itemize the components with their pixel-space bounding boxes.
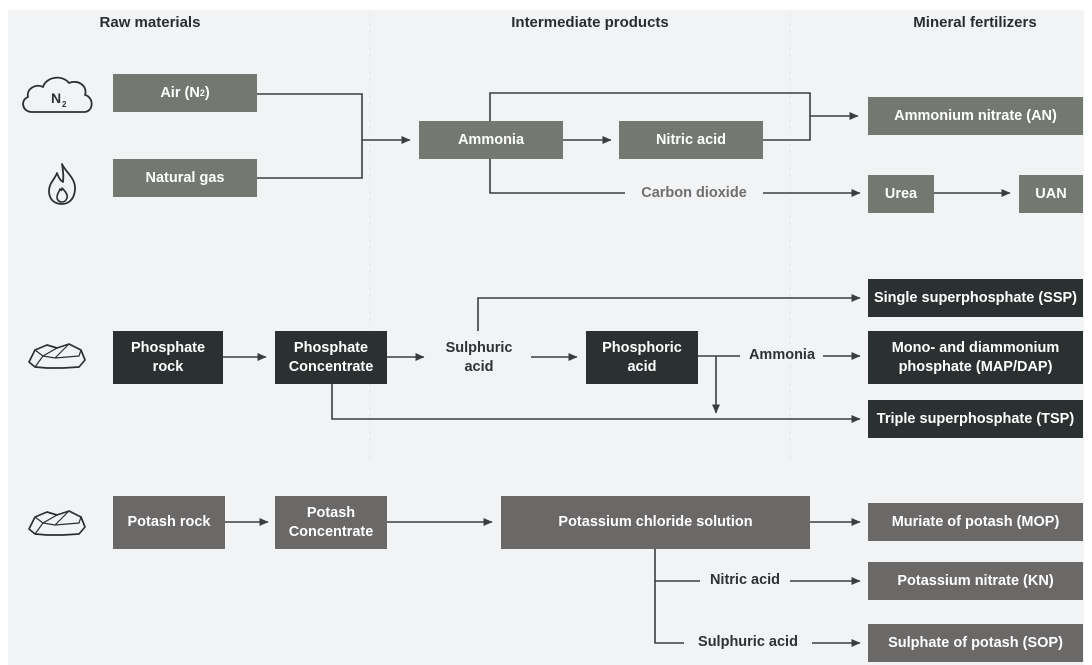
node-phosphate-concentrate: Phosphate Concentrate: [275, 331, 387, 384]
node-natural-gas: Natural gas: [113, 159, 257, 197]
header-mineral-fertilizers: Mineral fertilizers: [913, 14, 1037, 31]
node-air-close: ): [204, 84, 210, 101]
node-potassium-nitrate: Potassium nitrate (KN): [868, 562, 1083, 600]
node-tsp: Triple superphosphate (TSP): [868, 400, 1083, 438]
node-sop: Sulphate of potash (SOP): [868, 624, 1083, 662]
node-mop: Muriate of potash (MOP): [868, 503, 1083, 541]
node-ammonia: Ammonia: [419, 121, 563, 159]
node-ammonium-nitrate: Ammonium nitrate (AN): [868, 97, 1083, 135]
label-sulphuric-acid-potash: Sulphuric acid: [686, 633, 810, 652]
label-sulphuric-acid: Sulphuric acid: [445, 340, 513, 375]
cloud-label: N: [51, 90, 61, 106]
connector-air-gas: [257, 93, 363, 179]
node-phosphate-rock: Phosphate rock: [113, 331, 223, 384]
node-uan: UAN: [1019, 175, 1083, 213]
label-nitric-acid-potash: Nitric acid: [701, 571, 789, 590]
node-air-sub: 2: [199, 87, 205, 98]
header-intermediate-products: Intermediate products: [511, 14, 669, 31]
header-raw-materials: Raw materials: [99, 14, 201, 31]
connector-ammonia-an: [489, 92, 811, 141]
cloud-label-sub: 2: [62, 100, 67, 109]
flame-icon: [48, 163, 76, 205]
node-nitric-acid: Nitric acid: [619, 121, 763, 159]
node-ssp: Single superphosphate (SSP): [868, 279, 1083, 317]
node-air-label: Air (N: [160, 84, 200, 101]
arrow-to-ssp: [477, 294, 861, 331]
label-carbon-dioxide: Carbon dioxide: [625, 184, 763, 203]
cloud-icon: N 2: [22, 76, 93, 113]
node-map-dap: Mono- and diammonium phosphate (MAP/DAP): [868, 331, 1083, 384]
node-phosphoric-acid: Phosphoric acid: [586, 331, 698, 384]
connector-kcl-down: [654, 548, 684, 644]
rock-icon: [28, 343, 86, 369]
arrow-to-tsp: [331, 384, 861, 423]
connector-ammonia-co2: [489, 159, 625, 194]
label-ammonia-phosphate: Ammonia: [742, 346, 822, 365]
node-urea: Urea: [868, 175, 934, 213]
rock-icon: [28, 510, 86, 536]
node-potassium-chloride-solution: Potassium chloride solution: [501, 496, 810, 549]
node-potash-concentrate: Potash Concentrate: [275, 496, 387, 549]
node-potash-rock: Potash rock: [113, 496, 225, 549]
